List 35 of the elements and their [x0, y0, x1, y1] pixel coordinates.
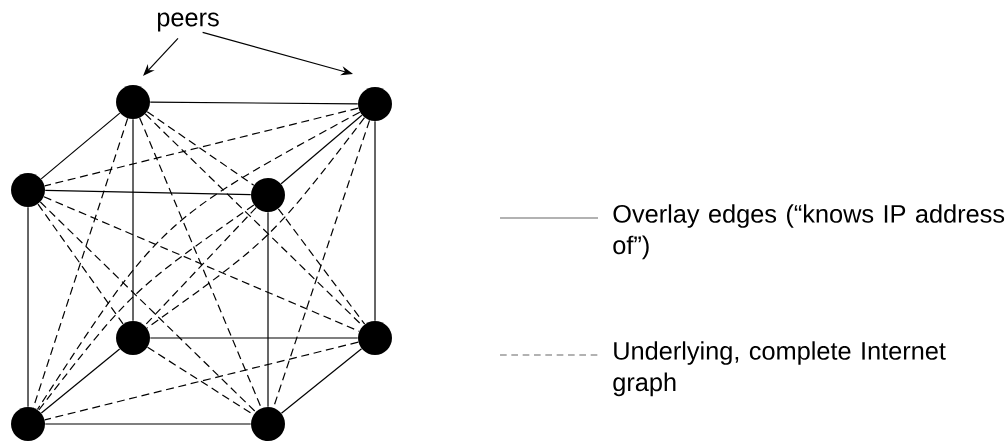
peer-node	[11, 173, 45, 207]
edge-line	[280, 114, 363, 185]
edge-line	[149, 101, 359, 105]
peer-node	[11, 407, 45, 441]
legend-text: Overlay edges (“knows IP address of”)	[613, 204, 1005, 260]
edge-line	[132, 118, 134, 322]
peer-node	[251, 178, 285, 212]
dashed-line	[144, 206, 257, 327]
peer-node	[251, 407, 285, 441]
dashed-line	[146, 346, 255, 416]
peer-node	[116, 85, 150, 119]
dashed-line	[44, 341, 359, 421]
leader-arrow	[143, 37, 179, 76]
edge-line	[44, 423, 252, 425]
label-text: peers	[157, 12, 219, 32]
edge-line	[280, 348, 363, 414]
edge-line	[149, 337, 359, 339]
peer-node	[116, 321, 150, 355]
edge-line	[27, 206, 29, 408]
edge-line	[44, 189, 252, 196]
peer-node	[358, 87, 392, 121]
dashed-line	[32, 117, 129, 409]
dashed-line	[146, 111, 255, 186]
legend-text: Underlying, complete Internet graph	[613, 341, 946, 397]
edge-line	[374, 120, 376, 322]
peer-node	[358, 321, 392, 355]
dashed-line	[44, 107, 359, 187]
dashed-line	[139, 117, 262, 409]
edge-line	[40, 348, 121, 414]
dashed-line	[36, 111, 361, 411]
edge-line	[267, 211, 269, 408]
dashed-line	[277, 208, 366, 325]
dashed-line	[37, 203, 124, 325]
dashed-line	[43, 196, 360, 332]
edge-line	[40, 112, 121, 180]
